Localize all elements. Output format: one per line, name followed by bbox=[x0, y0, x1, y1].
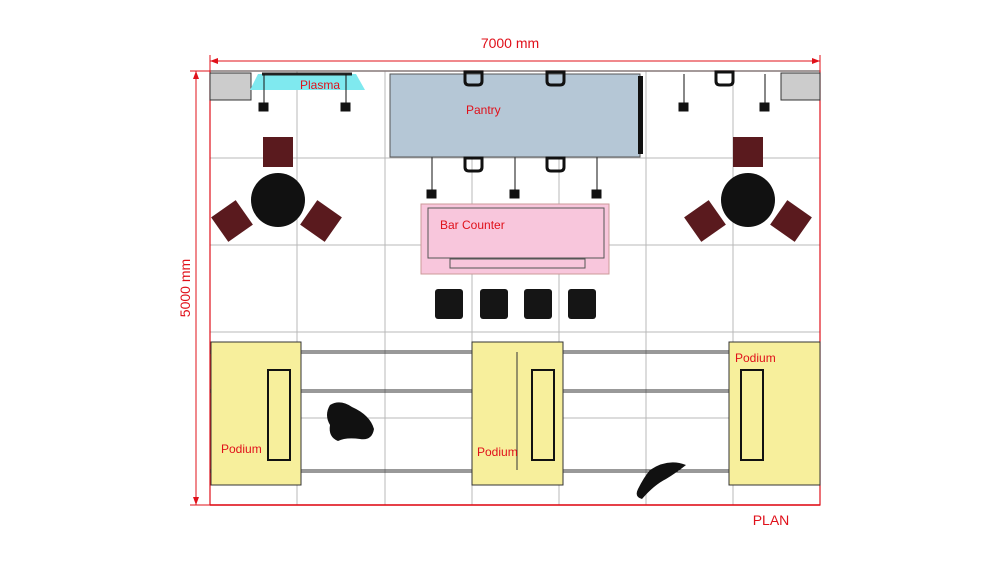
chair-icon bbox=[211, 200, 253, 242]
table-set-right bbox=[684, 137, 812, 242]
chair-icon bbox=[770, 200, 812, 242]
spotlight-icons bbox=[258, 74, 770, 199]
planter-right-icon bbox=[780, 72, 821, 101]
pantry-label: Pantry bbox=[466, 103, 501, 117]
depth-dimension: 5000 mm bbox=[177, 70, 210, 506]
planter-left-icon bbox=[209, 72, 252, 101]
plant-silhouette-icon bbox=[327, 402, 374, 441]
display-unit-icon bbox=[740, 369, 764, 461]
podium-left: Podium bbox=[210, 341, 302, 486]
table-set-left bbox=[211, 137, 342, 242]
plant-silhouette-icon bbox=[636, 462, 686, 499]
width-dimension: 7000 mm bbox=[209, 35, 821, 75]
bar-stool-icons bbox=[435, 289, 596, 319]
bar-counter bbox=[420, 203, 610, 275]
round-table-icon bbox=[721, 173, 775, 227]
podium-center: Podium bbox=[471, 341, 564, 486]
display-unit-icon bbox=[531, 369, 555, 461]
display-unit-icon bbox=[267, 369, 291, 461]
plan-label: PLAN bbox=[753, 512, 790, 528]
podium-center-label: Podium bbox=[477, 445, 518, 459]
chair-icon bbox=[263, 137, 293, 167]
pantry-area bbox=[389, 73, 641, 158]
chair-icon bbox=[733, 137, 763, 167]
depth-label: 5000 mm bbox=[177, 259, 193, 317]
round-table-icon bbox=[251, 173, 305, 227]
chair-icon bbox=[300, 200, 342, 242]
width-label: 7000 mm bbox=[481, 35, 539, 51]
podium-right: Podium bbox=[728, 341, 821, 486]
podium-left-label: Podium bbox=[221, 442, 262, 456]
bar-counter-label: Bar Counter bbox=[440, 218, 505, 232]
plasma-label: Plasma bbox=[300, 78, 340, 92]
stool-icons bbox=[463, 70, 735, 173]
plasma-screen bbox=[250, 74, 365, 90]
chair-icon bbox=[684, 200, 726, 242]
podium-right-label: Podium bbox=[735, 351, 776, 365]
